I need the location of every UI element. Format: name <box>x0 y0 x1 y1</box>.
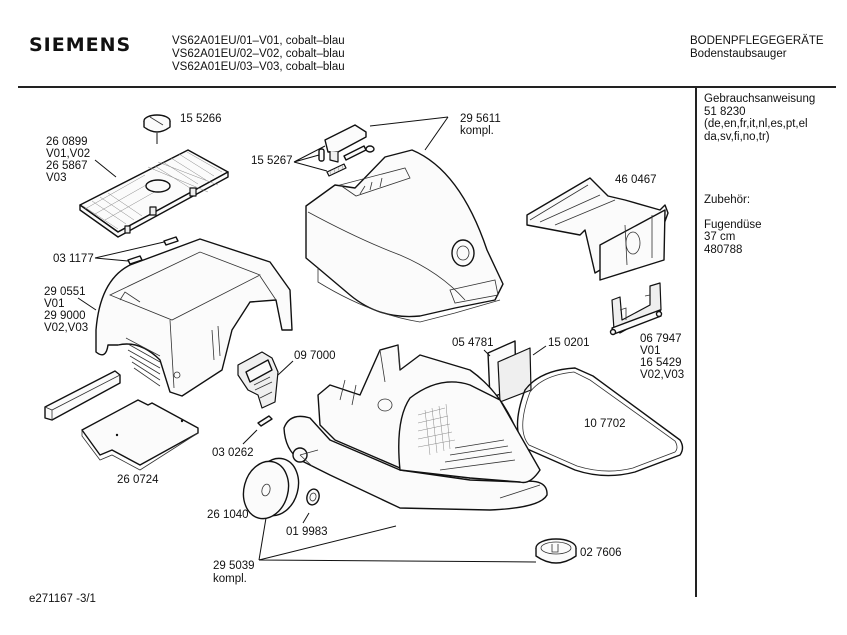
part-label: kompl. <box>213 573 247 585</box>
model-line: VS62A01EU/01–V01, cobalt–blau <box>172 35 345 47</box>
dust-bag-part <box>526 177 669 281</box>
part-label: 01 9983 <box>286 526 328 538</box>
part-label: 16 5429 <box>640 357 682 369</box>
part-label: 46 0467 <box>615 174 657 186</box>
sidebar-notes: Gebrauchsanweisung 51 8230 (de,en,fr,it,… <box>704 93 839 256</box>
manual-title: Gebrauchsanweisung <box>704 93 816 105</box>
part-label: 15 5266 <box>180 113 222 125</box>
model-line: VS62A01EU/02–V02, cobalt–blau <box>172 48 345 60</box>
part-label: 26 1040 <box>207 509 249 521</box>
part-label: V02,V03 <box>640 369 684 381</box>
wheel-part <box>242 457 300 520</box>
part-label: 05 4781 <box>452 337 494 349</box>
part-label: 09 7000 <box>294 350 336 362</box>
manual-languages: (de,en,fr,it,nl,es,pt,el <box>704 118 808 130</box>
header-divider <box>18 86 836 88</box>
part-label: V01 <box>44 298 64 310</box>
valve-part <box>237 351 279 409</box>
part-label: 26 5867 <box>46 160 88 172</box>
document-id: e271167 -3/1 <box>29 593 96 605</box>
latch-parts <box>318 124 375 177</box>
category-title: BODENPFLEGEGERÄTE <box>690 35 824 47</box>
part-label: 03 0262 <box>212 447 254 459</box>
accessories-title: Zubehör: <box>704 194 751 206</box>
pin-part <box>257 415 273 427</box>
part-label: 15 0201 <box>548 337 590 349</box>
bag-holder-part <box>609 282 663 336</box>
model-list: VS62A01EU/01–V01, cobalt–blau VS62A01EU/… <box>172 35 345 74</box>
motor-filter-part <box>81 399 199 471</box>
housing-part <box>95 238 293 397</box>
hub-clip-part <box>306 488 320 506</box>
part-label: V02,V03 <box>44 322 88 334</box>
category-subtitle: Bodenstaubsauger <box>690 48 787 60</box>
swivel-castor-part <box>535 538 577 564</box>
part-label: 29 5611 <box>460 113 501 125</box>
part-label: 26 0724 <box>117 474 159 486</box>
filter-pads-part <box>487 340 532 403</box>
accessory-name: Fugendüse <box>704 218 762 231</box>
product-category: BODENPFLEGEGERÄTE Bodenstaubsauger <box>690 35 824 61</box>
part-label: kompl. <box>460 125 494 137</box>
part-label: V01,V02 <box>46 148 90 160</box>
part-label: 29 5039 <box>213 560 255 572</box>
part-label: 29 9000 <box>44 310 86 322</box>
accessory-number: 480788 <box>704 243 743 256</box>
part-label: V01 <box>640 345 660 357</box>
model-line: VS62A01EU/03–V03, cobalt–blau <box>172 61 345 73</box>
part-label: 26 0899 <box>46 136 88 148</box>
base-body-part <box>283 344 548 511</box>
manual-number: 51 8230 <box>704 105 746 118</box>
part-label: 06 7947 <box>640 333 682 345</box>
accessory-size: 37 cm <box>704 231 736 243</box>
part-label: 15 5267 <box>251 155 293 167</box>
part-label: 10 7702 <box>584 418 626 430</box>
filter-cover-part <box>79 149 229 238</box>
manual-languages: da,sv,fi,no,tr) <box>704 130 770 143</box>
part-label: 02 7606 <box>580 547 622 559</box>
foam-strip-part <box>44 370 121 421</box>
brand-logo: SIEMENS <box>29 34 132 56</box>
part-label: V03 <box>46 172 66 184</box>
knob-part <box>143 114 171 144</box>
part-label: 29 0551 <box>44 286 86 298</box>
sidebar-divider <box>695 87 697 597</box>
top-cover-part <box>305 149 504 323</box>
part-label: 03 1177 <box>53 253 94 265</box>
